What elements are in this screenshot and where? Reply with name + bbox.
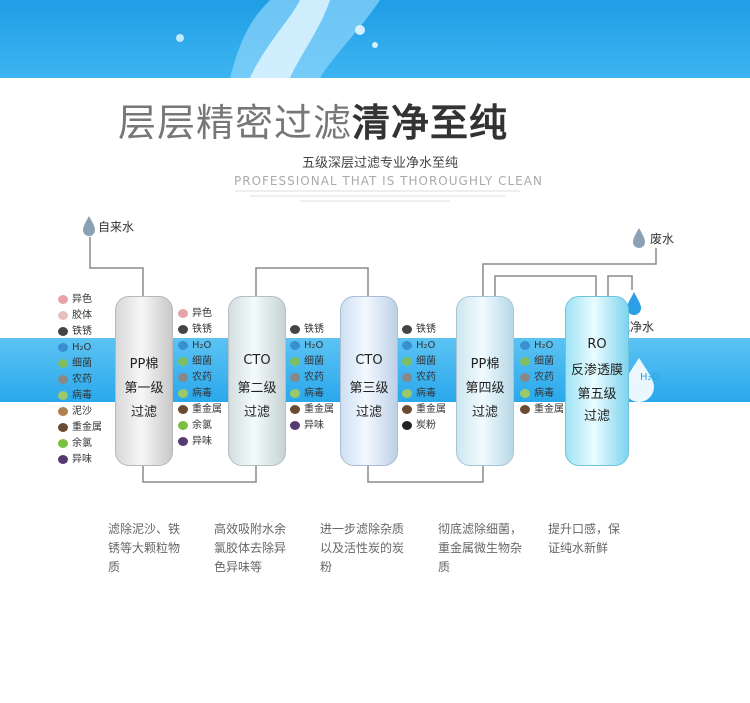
waste-drop-icon [633,228,645,248]
list-item: 病毒 [178,386,222,402]
english-subtitle: PROFESSIONAL THAT IS THOROUGHLY CLEAN [234,174,543,188]
pipe-1-2 [142,462,257,483]
list-item: 农药 [58,372,102,388]
list-item: 农药 [520,370,564,386]
filter-stage: 第二级 [237,381,277,396]
list-item: 炭粉 [402,418,446,434]
pure-drop-icon [627,292,641,315]
pipe-3-4 [367,462,484,483]
title-light: 层层精密过滤 [118,101,353,145]
list-item: H₂O [520,338,564,354]
filter-name: CTO [355,353,383,368]
list-item: 余氯 [178,418,222,434]
list-item: H₂O [290,338,334,354]
list-item: H₂O [178,338,222,354]
subtitle: 五级深层过滤专业净水至纯 [302,156,459,171]
list-item: 细菌 [58,356,102,372]
pipe-4-waste [482,248,657,296]
inlet-label: 自来水 [98,220,135,234]
inlet-pipe [89,237,144,296]
description-3: 进一步滤除杂质以及活性炭的炭粉 [320,522,405,574]
list-item: 泥沙 [58,404,102,420]
list-item: H₂O [58,340,102,356]
description-5: 提升口感，保证纯水新鲜 [548,522,621,555]
list-item: 重金属 [520,402,564,418]
list-item: 铁锈 [402,322,446,338]
list-item: 农药 [290,370,334,386]
filter-stage: 反渗透膜 [570,363,623,378]
list-item: 重金属 [58,420,102,436]
list-item: 细菌 [402,354,446,370]
filter-cartridge-4: PP棉 第四级 过滤 [456,296,514,466]
list-item: 农药 [402,370,446,386]
filter-cartridge-3: CTO 第三级 过滤 [340,296,398,466]
input-list-5: H₂O 细菌 农药 病毒 重金属 [520,338,564,418]
input-list-2: 异色 铁锈 H₂O 细菌 农药 病毒 重金属 余氯 异味 [178,306,222,450]
water-drop-icon [83,216,95,236]
list-item: 病毒 [58,388,102,404]
filter-stage2: 第五级 [577,387,617,402]
waste-label: 废水 [650,232,675,246]
input-list-1: 异色 胶体 铁锈 H₂O 细菌 农药 病毒 泥沙 重金属 余氯 异味 [58,292,102,468]
fine-print-lines [235,190,520,202]
description-1: 滤除泥沙、铁锈等大颗粒物质 [108,522,181,574]
filter-action: 过滤 [583,409,610,424]
filter-name: CTO [243,353,271,368]
filter-action: 过滤 [243,405,270,420]
list-item: 病毒 [520,386,564,402]
input-list-3: 铁锈 H₂O 细菌 农药 病毒 重金属 异味 [290,322,334,434]
filter-stage: 第一级 [124,381,164,396]
list-item: 余氯 [58,436,102,452]
page-title: 层层精密过滤清净至纯 [118,92,508,147]
output-drop-icon [624,358,654,402]
pipe-2-3 [255,267,369,296]
list-item: 病毒 [402,386,446,402]
list-item: 异色 [58,292,102,308]
list-item: H₂O [402,338,446,354]
list-item: 农药 [178,370,222,386]
filter-cartridge-1: PP棉 第一级 过滤 [115,296,173,466]
list-item: 铁锈 [290,322,334,338]
pipe-5-pure [607,275,633,296]
splash-graphic [176,0,380,78]
list-item: 病毒 [290,386,334,402]
list-item: 异味 [290,418,334,434]
filter-cartridge-5: RO 反渗透膜 第五级 过滤 [565,296,629,466]
filter-name: PP棉 [470,357,500,372]
input-list-4: 铁锈 H₂O 细菌 农药 病毒 重金属 炭粉 [402,322,446,434]
list-item: 细菌 [290,354,334,370]
filter-action: 过滤 [471,405,498,420]
filter-action: 过滤 [130,405,157,420]
list-item: 胶体 [58,308,102,324]
list-item: 重金属 [402,402,446,418]
water-splash-banner [0,0,750,78]
filter-stage: 第三级 [349,381,389,396]
list-item: 铁锈 [178,322,222,338]
filter-name: RO [587,337,607,352]
list-item: 细菌 [520,354,564,370]
pipe-4-5 [494,275,597,296]
list-item: 异色 [178,306,222,322]
list-item: 铁锈 [58,324,102,340]
filter-action: 过滤 [355,405,382,420]
list-item: 重金属 [178,402,222,418]
list-item: 重金属 [290,402,334,418]
description-2: 高效吸附水余氯胶体去除异色异味等 [214,522,287,574]
filter-cartridge-2: CTO 第二级 过滤 [228,296,286,466]
output-h2o: H₂O [640,372,660,383]
list-item: 细菌 [178,354,222,370]
list-item: 异味 [58,452,102,468]
title-bold: 清净至纯 [352,101,509,145]
description-4: 彻底滤除细菌，重金属微生物杂质 [438,522,523,574]
list-item: 异味 [178,434,222,450]
filter-name: PP棉 [129,357,159,372]
filter-stage: 第四级 [465,381,505,396]
